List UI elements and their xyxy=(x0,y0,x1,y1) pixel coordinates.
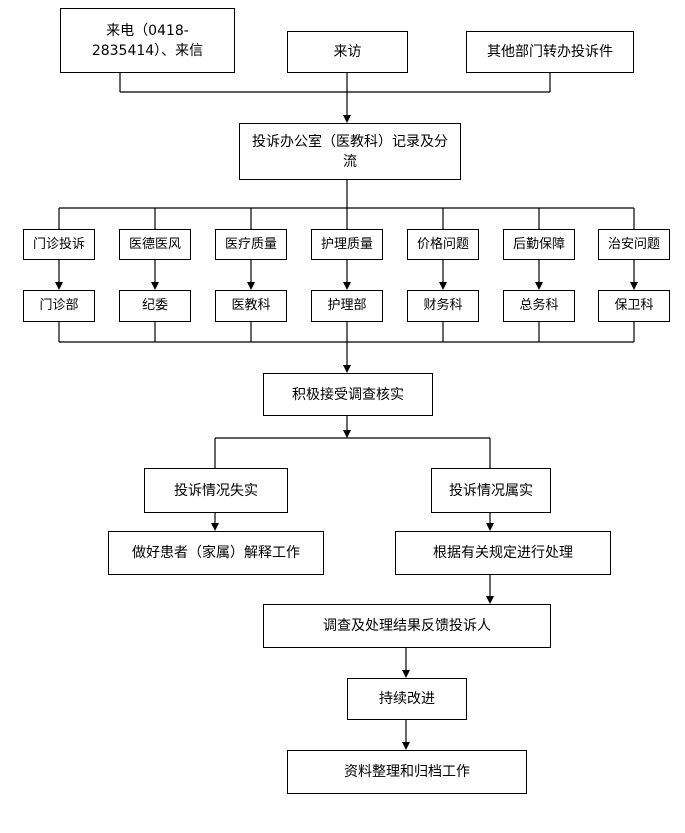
archive-label: 资料整理和归档工作 xyxy=(344,764,470,780)
issue-label: 后勤保障 xyxy=(512,236,565,252)
source-other-dept: 其他部门转办投诉件 xyxy=(466,31,634,73)
dept-label: 护理部 xyxy=(327,298,367,313)
issue-pricing: 价格问题 xyxy=(407,229,479,260)
dept-security: 保卫科 xyxy=(598,290,670,322)
investigate-box: 积极接受调查核实 xyxy=(263,373,433,416)
complaint-true-box: 投诉情况属实 xyxy=(431,468,551,513)
dept-label: 医教科 xyxy=(231,298,271,313)
source-phone-label: 来电（0418-2835414）、来信 xyxy=(91,22,204,59)
issue-logistics: 后勤保障 xyxy=(503,229,575,260)
issue-ethics: 医德医风 xyxy=(119,229,191,260)
issue-label: 门诊投诉 xyxy=(32,236,85,252)
dept-finance: 财务科 xyxy=(407,290,479,322)
investigate-label: 积极接受调查核实 xyxy=(292,386,404,403)
handle-label: 根据有关规定进行处理 xyxy=(433,545,573,561)
source-other-dept-label: 其他部门转办投诉件 xyxy=(487,44,613,60)
source-visit: 来访 xyxy=(287,31,408,73)
complaint-office-box: 投诉办公室（医教科）记录及分流 xyxy=(239,123,461,180)
dept-label: 保卫科 xyxy=(614,298,654,313)
dept-label: 总务科 xyxy=(519,298,559,313)
archive-box: 资料整理和归档工作 xyxy=(287,750,527,794)
complaint-office-label: 投诉办公室（医教科）记录及分流 xyxy=(252,133,448,170)
improve-box: 持续改进 xyxy=(347,678,467,720)
dept-general-affairs: 总务科 xyxy=(503,290,575,322)
issue-label: 治安问题 xyxy=(607,236,660,252)
dept-label: 纪委 xyxy=(141,298,168,313)
issue-label: 护理质量 xyxy=(320,236,373,252)
improve-label: 持续改进 xyxy=(379,691,435,707)
dept-nursing: 护理部 xyxy=(311,290,383,322)
dept-label: 门诊部 xyxy=(39,298,79,313)
feedback-label: 调查及处理结果反馈投诉人 xyxy=(323,618,491,634)
complaint-false-label: 投诉情况失实 xyxy=(174,482,258,499)
source-visit-label: 来访 xyxy=(333,44,362,60)
dept-outpatient: 门诊部 xyxy=(23,290,95,322)
issue-label: 医德医风 xyxy=(128,236,181,252)
issue-medical-quality: 医疗质量 xyxy=(215,229,287,260)
dept-medical-education: 医教科 xyxy=(215,290,287,322)
issue-label: 价格问题 xyxy=(416,236,469,252)
issue-security: 治安问题 xyxy=(598,229,670,260)
dept-label: 财务科 xyxy=(423,298,463,313)
complaint-true-label: 投诉情况属实 xyxy=(449,482,533,499)
explain-box: 做好患者（家属）解释工作 xyxy=(108,531,324,575)
issue-label: 医疗质量 xyxy=(224,236,277,252)
explain-label: 做好患者（家属）解释工作 xyxy=(132,545,300,561)
issue-nursing-quality: 护理质量 xyxy=(311,229,383,260)
complaint-false-box: 投诉情况失实 xyxy=(144,468,288,513)
issue-outpatient: 门诊投诉 xyxy=(23,229,95,260)
handle-box: 根据有关规定进行处理 xyxy=(395,531,611,575)
feedback-box: 调查及处理结果反馈投诉人 xyxy=(263,604,551,648)
dept-discipline: 纪委 xyxy=(119,290,191,322)
source-phone-letter: 来电（0418-2835414）、来信 xyxy=(60,8,235,73)
